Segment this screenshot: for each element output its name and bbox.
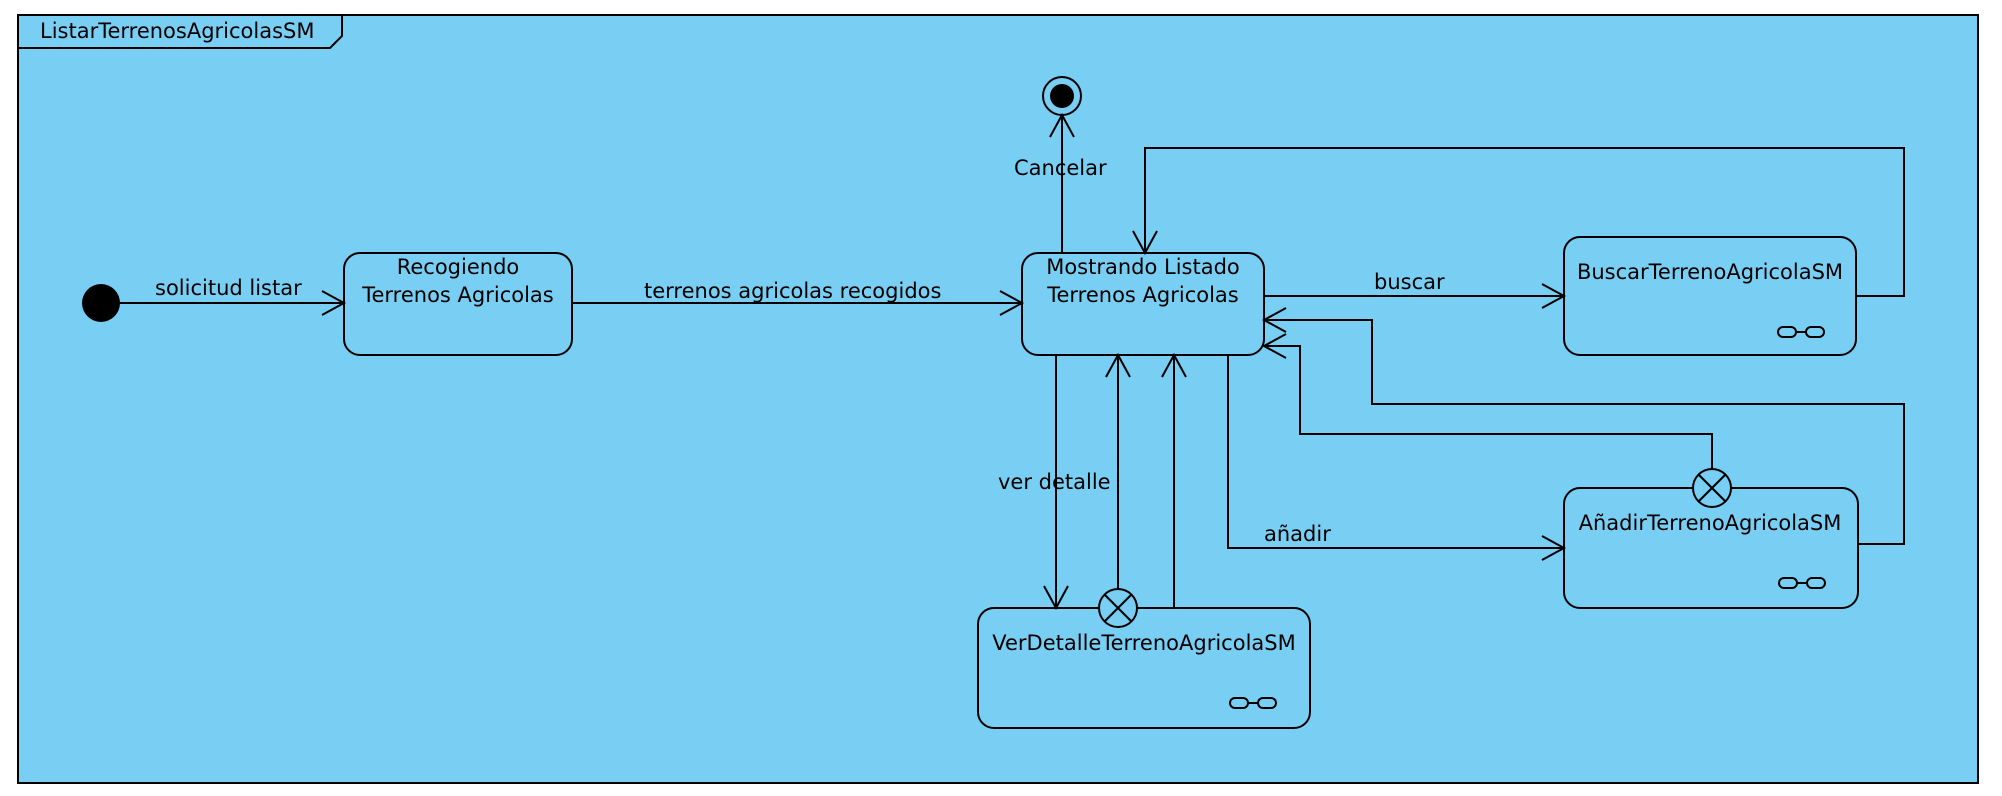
submachine-icon [1777, 326, 1825, 338]
state-mostrando-line2: Terrenos Agricolas [1046, 283, 1239, 307]
arrowhead [321, 290, 347, 316]
state-recogiendo-line1: Recogiendo [397, 255, 520, 279]
arrowhead [1161, 352, 1187, 378]
state-ver-detalle-sm-name: VerDetalleTerrenoAgricolaSM [992, 631, 1295, 655]
frame-title: ListarTerrenosAgricolasSM [40, 19, 315, 43]
transition-anadir-exit-return [1264, 345, 1713, 469]
label-terrenos-recogidos: terrenos agricolas recogidos [644, 279, 941, 303]
state-anadir-sm-name: AñadirTerrenoAgricolaSM [1579, 511, 1842, 535]
label-cancelar: Cancelar [1014, 156, 1107, 180]
arrowhead [1132, 230, 1158, 256]
label-buscar: buscar [1374, 270, 1445, 294]
arrowhead [1541, 283, 1567, 309]
final-state-inner [1050, 84, 1074, 108]
arrowhead [1541, 535, 1567, 561]
submachine-icon [1778, 577, 1826, 589]
frame-title-tab [18, 15, 343, 49]
initial-state [82, 284, 120, 322]
label-anadir: añadir [1264, 522, 1331, 546]
arrowhead [999, 290, 1025, 316]
transition-buscar-return [1144, 147, 1905, 297]
exit-point-anadir [1692, 468, 1732, 508]
arrowhead [1261, 333, 1287, 359]
state-buscar-sm-name: BuscarTerrenoAgricolaSM [1577, 260, 1843, 284]
state-ver-detalle-sm [977, 607, 1311, 729]
arrowhead [1049, 112, 1075, 138]
arrowhead [1043, 585, 1069, 611]
submachine-icon [1229, 697, 1277, 709]
state-recogiendo-line2: Terrenos Agricolas [361, 283, 554, 307]
label-solicitud-listar: solicitud listar [155, 276, 302, 300]
arrowhead [1105, 352, 1131, 378]
label-ver-detalle: ver detalle [998, 470, 1111, 494]
exit-point-ver-detalle [1098, 588, 1138, 628]
state-mostrando-line1: Mostrando Listado [1046, 255, 1240, 279]
transition-anadir [1227, 355, 1564, 549]
transition-anadir-return [1264, 319, 1905, 545]
arrowhead [1261, 307, 1287, 333]
